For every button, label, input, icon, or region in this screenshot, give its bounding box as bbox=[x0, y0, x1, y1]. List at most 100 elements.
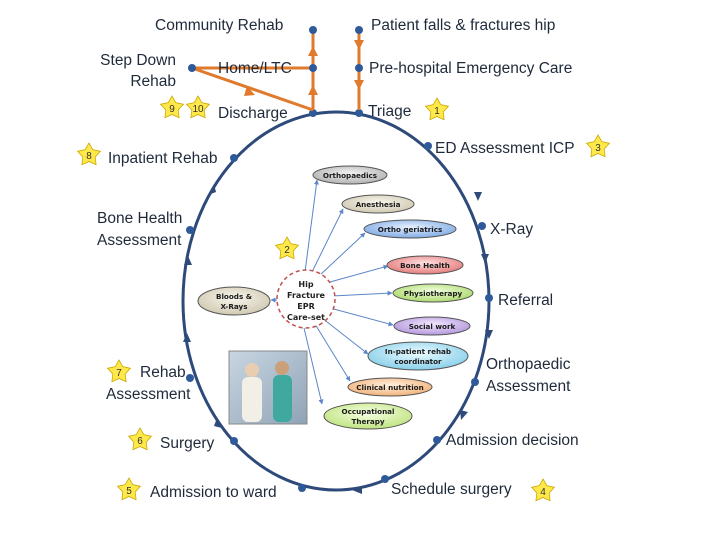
label-rehab-assessment-line1: Rehab bbox=[140, 364, 186, 381]
pill-bloods-xrays: Bloods & X-Rays bbox=[197, 286, 271, 316]
star-number: 3 bbox=[595, 143, 601, 154]
star-icon bbox=[274, 236, 300, 260]
star-number: 6 bbox=[137, 436, 143, 447]
node-admission-decision bbox=[433, 436, 441, 444]
node-pre-hospital bbox=[355, 64, 363, 72]
hub-line4: Care-set bbox=[287, 313, 325, 322]
pill-bone-health-label: Bone Health bbox=[400, 261, 450, 270]
label-community-rehab: Community Rehab bbox=[155, 17, 283, 34]
photo-person-1-head bbox=[245, 363, 259, 377]
label-step-down-rehab-line1: Step Down bbox=[100, 52, 176, 69]
cycle-arrow-bottom bbox=[352, 486, 362, 494]
node-surgery bbox=[230, 437, 238, 445]
label-xray: X-Ray bbox=[490, 221, 533, 238]
label-admission-decision: Admission decision bbox=[446, 432, 579, 449]
star-badge-1: 1 bbox=[424, 97, 450, 121]
star-number: 5 bbox=[126, 486, 132, 497]
star-number: 1 bbox=[434, 106, 440, 117]
label-referral: Referral bbox=[498, 292, 553, 309]
node-admission-to-ward bbox=[298, 484, 306, 492]
node-ed-assessment bbox=[424, 142, 432, 150]
pill-ot-line2: Therapy bbox=[351, 417, 384, 426]
cycle-arrow-right-upper bbox=[474, 192, 482, 201]
label-triage: Triage bbox=[368, 103, 411, 120]
star-icon bbox=[585, 134, 611, 158]
connector-inpatient-coord bbox=[321, 317, 369, 355]
star-badge-10: 10 bbox=[185, 95, 211, 119]
pill-orthopaedics-label: Orthopaedics bbox=[323, 171, 377, 180]
pill-orthogeriatrics-label: Ortho geriatrics bbox=[378, 225, 443, 234]
pill-orthogeriatrics: Ortho geriatrics bbox=[363, 219, 457, 239]
label-home-ltc: Home/LTC bbox=[218, 60, 292, 77]
node-rehab-assessment bbox=[186, 374, 194, 382]
photo-person-2-body bbox=[273, 375, 292, 422]
orange-arrow-up-2 bbox=[308, 85, 318, 95]
pill-anesthesia: Anesthesia bbox=[341, 194, 415, 214]
label-patient-falls: Patient falls & fractures hip bbox=[371, 17, 555, 34]
pill-bloods-line2: X-Rays bbox=[220, 302, 247, 311]
node-triage bbox=[355, 109, 363, 117]
hub-line3: EPR bbox=[297, 302, 315, 311]
node-home-ltc bbox=[309, 64, 317, 72]
star-badge-9: 9 bbox=[159, 95, 185, 119]
star-badge-7: 7 bbox=[106, 359, 132, 383]
pill-inpatient-coord-line1: In-patient rehab bbox=[385, 347, 451, 356]
star-icon bbox=[159, 95, 185, 119]
star-badge-8: 8 bbox=[76, 142, 102, 166]
top-nodes bbox=[188, 26, 363, 72]
pill-bone-health: Bone Health bbox=[386, 255, 464, 275]
node-referral bbox=[485, 294, 493, 302]
pill-bloods-line1: Bloods & bbox=[216, 292, 252, 301]
label-bone-health-line1: Bone Health bbox=[97, 210, 182, 227]
node-schedule-surgery bbox=[381, 475, 389, 483]
star-number: 2 bbox=[284, 245, 290, 256]
star-icon bbox=[127, 427, 153, 451]
label-schedule-surgery: Schedule surgery bbox=[391, 481, 512, 498]
orange-to-stepdown bbox=[191, 66, 314, 112]
connector-orthopaedics bbox=[304, 179, 319, 273]
photo-person-2-head bbox=[275, 361, 289, 375]
hub-line2: Fracture bbox=[287, 291, 326, 300]
star-number: 7 bbox=[116, 368, 122, 379]
node-bone-health bbox=[186, 226, 194, 234]
star-number: 9 bbox=[169, 104, 175, 115]
node-orthopaedic-assessment bbox=[471, 378, 479, 386]
pill-physiotherapy-label: Physiotherapy bbox=[404, 289, 463, 298]
node-patient-falls bbox=[355, 26, 363, 34]
star-badge-5: 5 bbox=[116, 477, 142, 501]
pill-inpatient-coord-line2: coordinator bbox=[394, 357, 442, 366]
star-icon bbox=[424, 97, 450, 121]
pill-inpatient-coordinator: In-patient rehab coordinator bbox=[367, 341, 469, 371]
connector-physiotherapy bbox=[331, 290, 393, 297]
star-badge-6: 6 bbox=[127, 427, 153, 451]
cycle-arrow-left-top bbox=[208, 184, 216, 195]
star-icon bbox=[116, 477, 142, 501]
node-discharge bbox=[309, 109, 317, 117]
pill-anesthesia-label: Anesthesia bbox=[356, 200, 401, 209]
center-hub: Hip Fracture EPR Care-set bbox=[276, 269, 336, 329]
node-inpatient-rehab bbox=[230, 154, 238, 162]
connector-anesthesia bbox=[311, 208, 344, 273]
patient-photo bbox=[228, 350, 308, 425]
label-admission-to-ward: Admission to ward bbox=[150, 484, 277, 501]
label-pre-hospital: Pre-hospital Emergency Care bbox=[369, 60, 572, 77]
orange-arrow-down-2 bbox=[354, 80, 364, 90]
cycle-direction-arrows bbox=[183, 184, 493, 494]
cycle-arrow-right-mid bbox=[485, 330, 493, 339]
node-step-down bbox=[188, 64, 196, 72]
star-icon bbox=[106, 359, 132, 383]
orange-arrow-down-1 bbox=[354, 40, 364, 50]
label-step-down-rehab-line2: Rehab bbox=[130, 73, 176, 90]
star-number: 8 bbox=[86, 151, 92, 162]
cycle-arrow-left-lower bbox=[214, 418, 222, 428]
cycle-arrow-right-lower bbox=[460, 410, 468, 420]
connector-social-work bbox=[329, 307, 394, 327]
label-bone-health-line2: Assessment bbox=[97, 232, 182, 249]
star-badge-4: 4 bbox=[530, 478, 556, 502]
label-rehab-assessment-line2: Assessment bbox=[106, 386, 191, 403]
pill-social-work-label: Social work bbox=[409, 322, 456, 331]
node-community-rehab bbox=[309, 26, 317, 34]
cycle-arrow-left-upper bbox=[184, 256, 192, 265]
